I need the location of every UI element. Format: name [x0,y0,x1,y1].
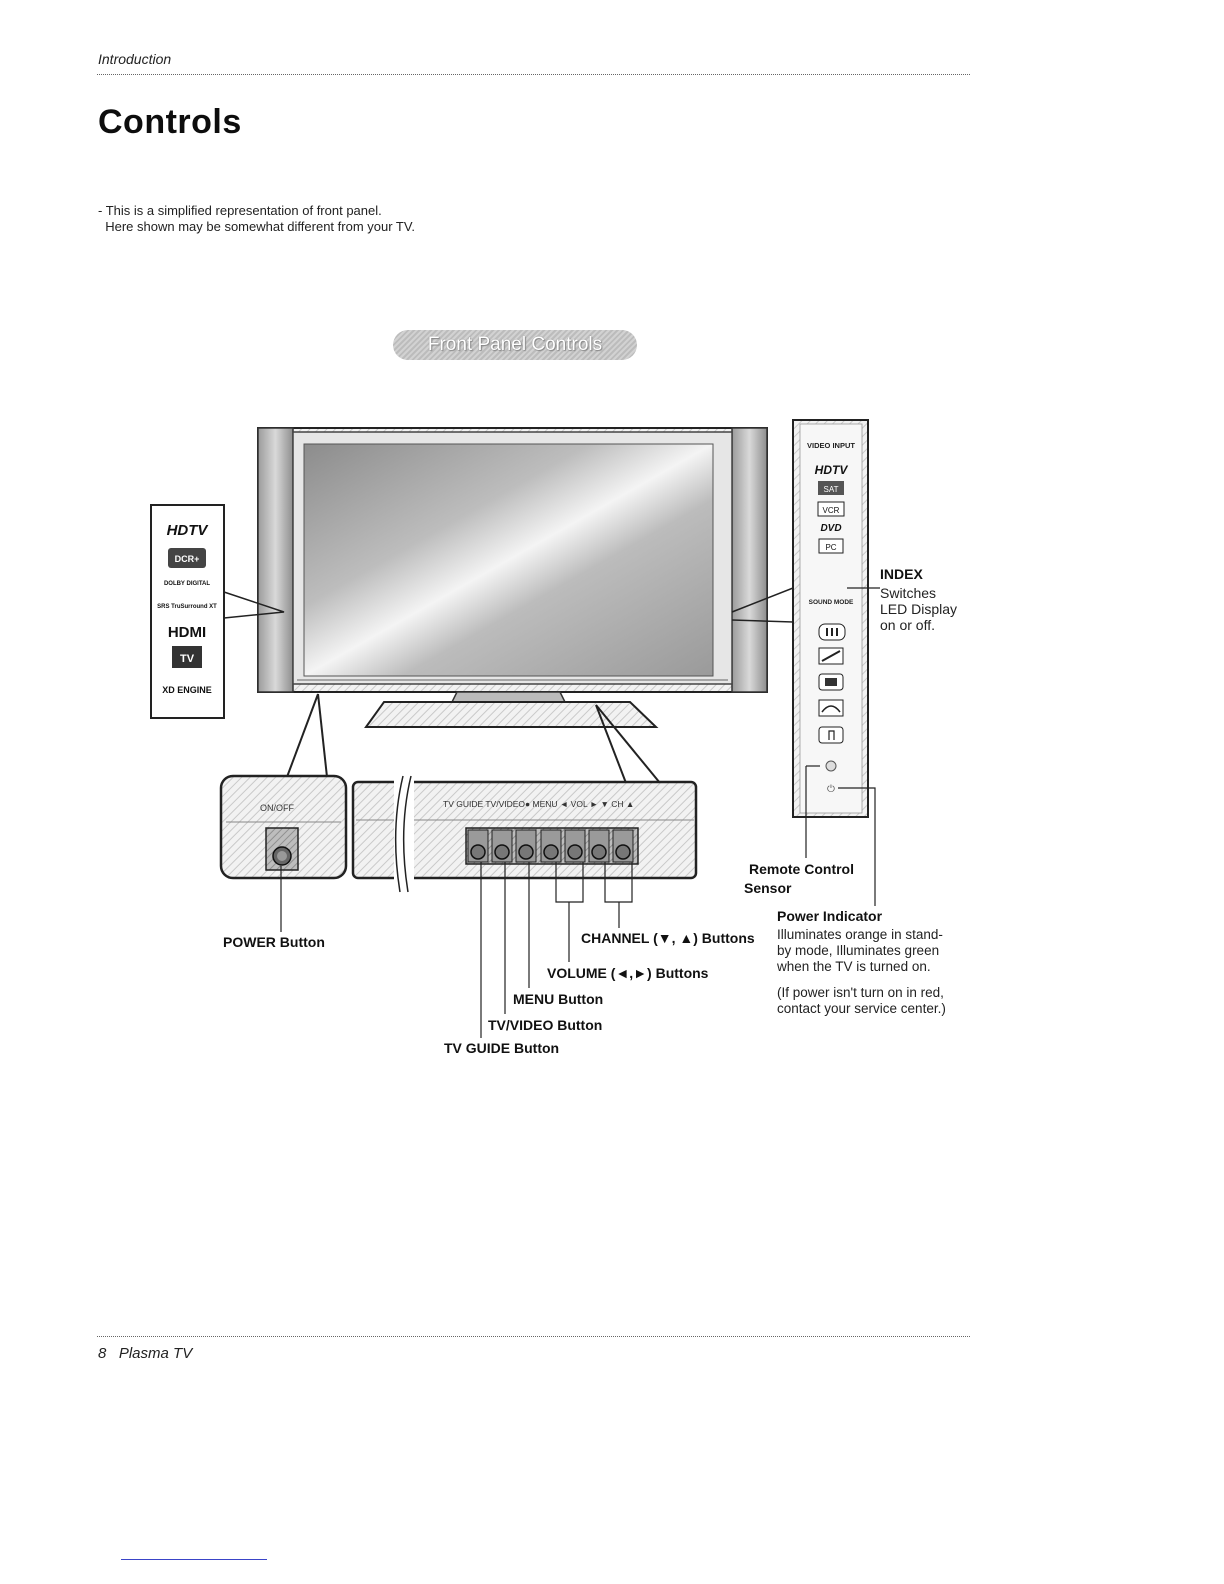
dcr-logo: DCR+ [175,554,200,564]
volume-up-button[interactable] [567,844,583,860]
volume-down-button[interactable] [543,844,559,860]
tv-video-button-label: TV/VIDEO Button [488,1017,603,1033]
sound-mode-label: SOUND MODE [809,599,854,606]
index-title: INDEX [880,566,923,582]
front-panel-heading: Front Panel Controls [393,330,637,360]
tv-illustration [257,427,768,728]
power-indicator-note-line-2: contact your service center.) [777,1001,946,1016]
front-panel-buttons [467,829,634,863]
user-mode-icon [818,726,844,744]
bottom-divider [97,1336,970,1337]
video-input-label: VIDEO INPUT [807,441,855,450]
power-button-label: POWER Button [223,934,325,950]
remote-sensor-line-2: Sensor [744,880,792,896]
index-desc-line-3: on or off. [880,617,936,633]
xd-engine-logo: XD ENGINE [162,685,212,695]
volume-buttons-label: VOLUME (◄,►) Buttons [547,965,709,981]
section-label: Introduction [98,51,172,67]
tv-logo-box [172,646,202,668]
srs-logo: SRS TruSurround XT [157,604,217,610]
remote-sensor-line-1: Remote Control [749,861,854,877]
sat-icon-box [818,481,844,495]
power-indicator-note-line-1: (If power isn't turn on in red, [777,985,944,1000]
tv-guide-button[interactable] [470,844,486,860]
pc-icon: PC [825,543,836,552]
vcr-icon-box [817,501,845,517]
index-desc-line-2: LED Display [880,601,958,617]
tv-logo: TV [180,653,195,665]
power-indicator-line-3: when the TV is turned on. [777,959,931,974]
menu-button-label: MENU Button [513,991,604,1007]
vcr-icon: VCR [823,506,840,515]
hdtv-icon: HDTV [815,463,849,477]
sports-mode-icon [818,699,844,717]
channel-down-button[interactable] [591,844,607,860]
dcr-logo-box [168,548,206,568]
index-desc-line-1: Switches [880,585,937,601]
remote-sensor-label: Remote Control Sensor [744,860,854,898]
left-logo-panel: HDTV DCR+ DOLBY DIGITAL SRS TruSurround … [150,504,225,719]
power-button-closeup: ON/OFF [219,774,348,880]
dvd-icon: DVD [820,523,841,534]
hdtv-logo-left: HDTV [167,522,210,539]
leader-lines [280,587,880,1038]
control-strip-labels: TV GUIDE TV/VIDEO● MENU ◄ VOL ► ▼ CH ▲ [443,799,634,809]
sat-icon: SAT [824,485,839,494]
dolby-logo: DOLBY DIGITAL [164,581,210,587]
channel-buttons-label: CHANNEL (▼, ▲) Buttons [581,930,755,946]
page-title: Controls [98,103,242,141]
onoff-label: ON/OFF [260,803,294,813]
menu-button[interactable] [518,844,534,860]
power-indicator-line-1: Illuminates orange in stand- [777,927,943,942]
top-divider [97,74,970,75]
index-description: Switches LED Display on or off. [880,585,957,633]
intro-line-2: Here shown may be somewhat different fro… [98,219,415,234]
control-strip-closeup: TV GUIDE TV/VIDEO● MENU ◄ VOL ► ▼ CH ▲ [351,780,698,880]
remote-sensor-icon [825,760,837,772]
intro-line-1: - This is a simplified representation of… [98,203,382,218]
power-indicator-description: Illuminates orange in stand- by mode, Il… [777,927,943,975]
footer-underline [121,1559,267,1560]
tv-video-button[interactable] [494,844,510,860]
power-indicator-icon: ⏻ [827,784,835,795]
right-side-panel: VIDEO INPUT HDTV SAT VCR DVD PC SOUND MO… [792,419,869,818]
page-footer: 8 Plasma TV [98,1345,193,1362]
pc-icon-box [818,538,844,554]
hdmi-logo: HDMI [168,624,206,641]
tv-guide-button-label: TV GUIDE Button [444,1040,560,1056]
channel-up-button[interactable] [615,844,631,860]
intro-note: - This is a simplified representation of… [98,203,415,235]
power-indicator-note: (If power isn't turn on in red, contact … [777,985,946,1017]
power-indicator-title: Power Indicator [777,908,883,924]
power-indicator-line-2: by mode, Illuminates green [777,943,940,958]
